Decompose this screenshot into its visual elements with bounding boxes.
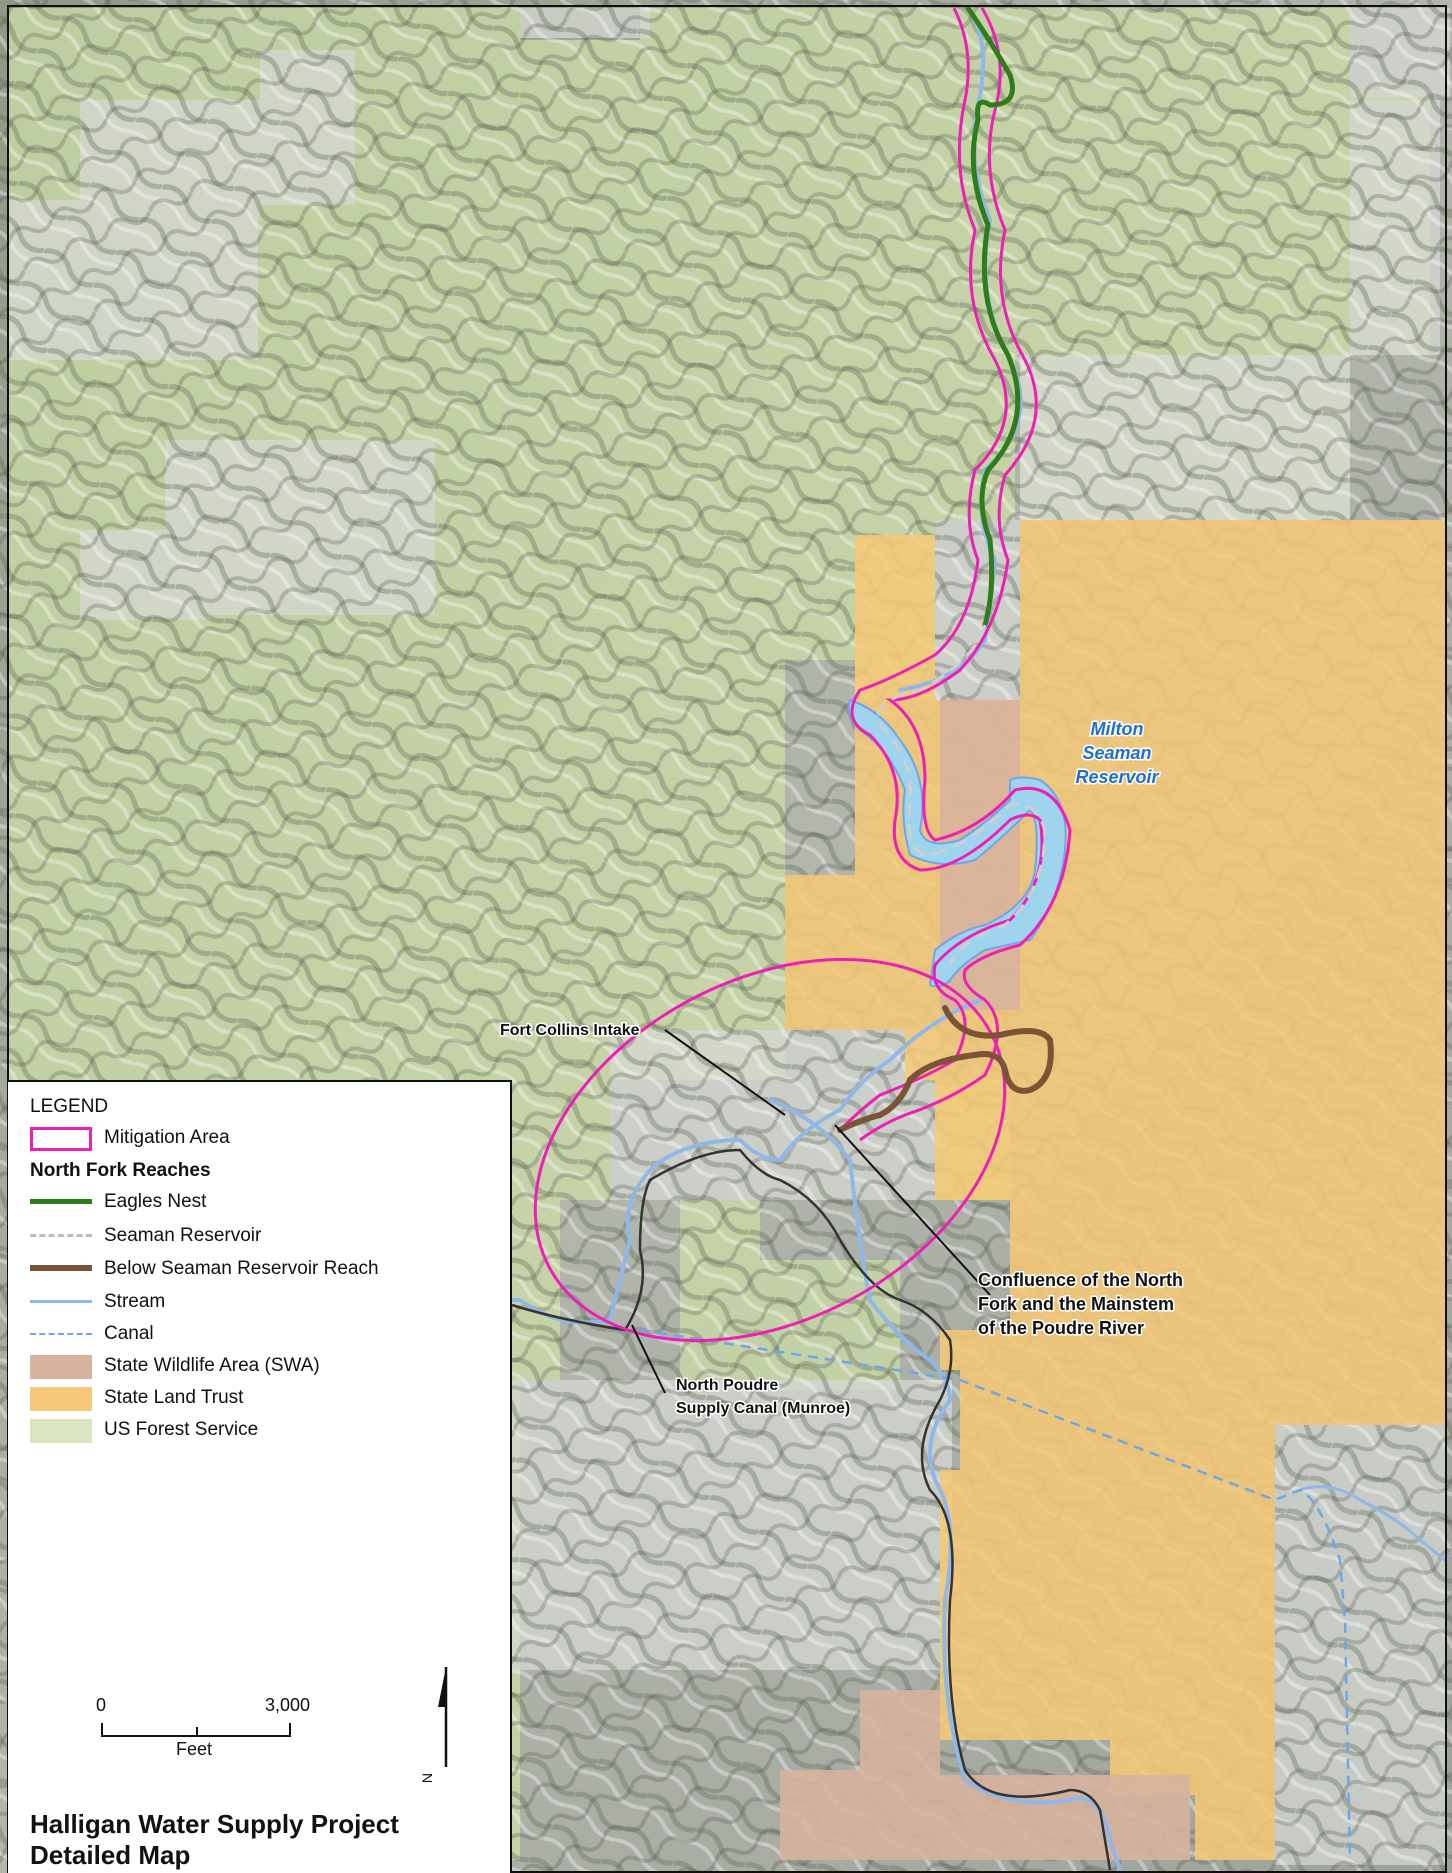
legend-label: State Land Trust bbox=[104, 1387, 244, 1408]
stream-line bbox=[768, 1098, 1122, 1872]
legend-item-swa: State Wildlife Area (SWA) bbox=[30, 1352, 500, 1380]
stream-line bbox=[1298, 1485, 1447, 1562]
canal-label-line: Supply Canal (Munroe) bbox=[676, 1400, 850, 1417]
eagles-nest-swatch bbox=[30, 1189, 92, 1215]
canal-line bbox=[639, 1328, 1352, 1861]
seaman-reservoir-reach bbox=[877, 624, 1047, 966]
leader-lines bbox=[631, 1029, 991, 1394]
scale-bar: 0 3,000 Feet bbox=[88, 1695, 310, 1777]
intake-label: Fort Collins Intake bbox=[500, 1022, 640, 1039]
legend-label: Seaman Reservoir bbox=[104, 1225, 262, 1246]
state-land-trust-swatch bbox=[30, 1385, 92, 1411]
mitigation-corridor bbox=[838, 7, 1044, 1132]
legend-panel: LEGEND Mitigation Area North Fork Reache… bbox=[8, 1080, 512, 1873]
below-seaman-swatch bbox=[30, 1256, 92, 1282]
road-line bbox=[511, 1148, 1112, 1871]
reservoir-label: Milton Seaman Reservoir bbox=[1074, 718, 1161, 789]
scale-label-zero: 0 bbox=[96, 1695, 107, 1715]
leader-line-canal bbox=[631, 1324, 666, 1394]
legend-label: Eagles Nest bbox=[104, 1191, 207, 1212]
legend-item-eagles-nest: Eagles Nest bbox=[30, 1188, 500, 1216]
forest-service-swatch bbox=[30, 1417, 92, 1443]
legend-label: Stream bbox=[104, 1291, 166, 1312]
mitigation-corridor bbox=[859, 7, 1072, 1142]
legend-reaches-heading: North Fork Reaches bbox=[30, 1160, 211, 1181]
legend-label: US Forest Service bbox=[104, 1419, 259, 1440]
mitigation-ellipse bbox=[533, 957, 1007, 1343]
legend-item-canal: Canal bbox=[30, 1320, 500, 1348]
stream-line bbox=[510, 998, 982, 1325]
mitigation-area bbox=[533, 7, 1072, 1343]
eagles-nest-reach bbox=[965, 5, 1021, 628]
map-title-line: Detailed Map bbox=[30, 1840, 191, 1870]
reservoir-label-line: Reservoir bbox=[1075, 767, 1159, 787]
legend-item-stream: Stream bbox=[30, 1288, 500, 1316]
legend-label: Below Seaman Reservoir Reach bbox=[104, 1258, 379, 1279]
swa-swatch bbox=[30, 1353, 92, 1379]
legend-label: Canal bbox=[104, 1323, 154, 1344]
map-title-line: Halligan Water Supply Project bbox=[30, 1809, 399, 1839]
legend-item-mitigation: Mitigation Area bbox=[30, 1124, 500, 1152]
scale-unit-label: Feet bbox=[176, 1739, 213, 1759]
north-arrow-icon bbox=[438, 1667, 448, 1767]
confluence-label-line: Fork and the Mainstem bbox=[978, 1294, 1174, 1314]
reservoir-label-line: Seaman bbox=[1082, 743, 1151, 763]
map-title: Halligan Water Supply Project Detailed M… bbox=[30, 1809, 399, 1871]
map-frame bbox=[7, 5, 1447, 1873]
canal-label-line: North Poudre bbox=[676, 1377, 778, 1394]
north-label: N bbox=[419, 1772, 436, 1784]
legend-label: Mitigation Area bbox=[104, 1127, 230, 1148]
confluence-label-line: of the Poudre River bbox=[978, 1318, 1144, 1338]
legend-item-below-seaman: Below Seaman Reservoir Reach bbox=[30, 1255, 500, 1283]
scale-label-max: 3,000 bbox=[265, 1695, 311, 1715]
confluence-label-line: Confluence of the North bbox=[978, 1270, 1183, 1290]
north-arrow: N bbox=[419, 1667, 458, 1797]
stream-swatch bbox=[30, 1289, 92, 1315]
legend-item-seaman-reservoir: Seaman Reservoir bbox=[30, 1222, 500, 1250]
swa-area bbox=[780, 1690, 1190, 1860]
seaman-reservoir-swatch bbox=[30, 1223, 92, 1249]
canal-swatch bbox=[30, 1321, 92, 1347]
legend-label: State Wildlife Area (SWA) bbox=[104, 1355, 320, 1376]
reservoir-label-line: Milton bbox=[1091, 719, 1144, 739]
legend-item-forest-service: US Forest Service bbox=[30, 1416, 500, 1444]
legend-item-state-land-trust: State Land Trust bbox=[30, 1384, 500, 1412]
mitigation-swatch bbox=[30, 1125, 92, 1151]
legend-title: LEGEND bbox=[30, 1096, 109, 1117]
below-seaman-reach bbox=[837, 1005, 1054, 1133]
leader-line-intake bbox=[664, 1029, 786, 1116]
leader-line-confluence bbox=[834, 1124, 991, 1296]
